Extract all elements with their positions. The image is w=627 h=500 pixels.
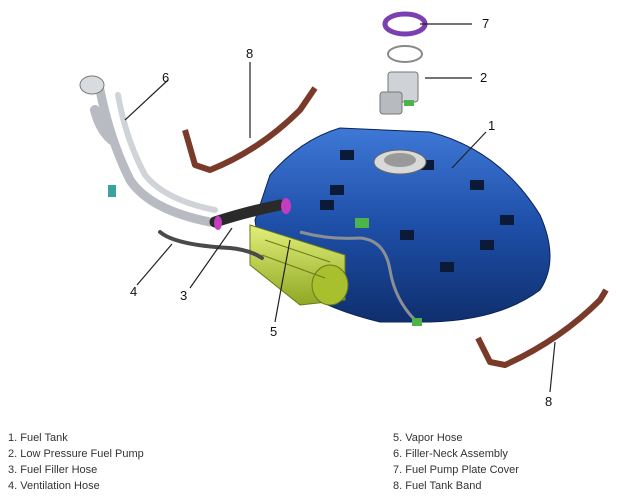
fuel-tank-band	[475, 288, 609, 368]
legend-item: 2. Low Pressure Fuel Pump	[8, 448, 144, 460]
legend-item: 6. Filler-Neck Assembly	[393, 448, 508, 460]
legend-right: 5. Vapor Hose 6. Filler-Neck Assembly 7.…	[393, 430, 519, 494]
callout-8: 8	[246, 46, 253, 61]
leader-lines	[124, 23, 556, 393]
legend-item: 5. Vapor Hose	[393, 432, 463, 444]
legend-item: 4. Ventilation Hose	[8, 480, 100, 492]
low-pressure-fuel-pump	[379, 71, 419, 115]
callout-4: 4	[130, 284, 137, 299]
legend-item: 1. Fuel Tank	[8, 432, 68, 444]
vapor-hose	[299, 230, 417, 322]
callout-5: 5	[270, 324, 277, 339]
filler-neck-assembly	[79, 75, 218, 227]
fuel-system-diagram: 1 2 3 4 5 6 7 8 8	[79, 11, 609, 409]
vapor-hose-connector	[412, 318, 422, 326]
callout-1: 1	[488, 118, 495, 133]
legend-item: 3. Fuel Filler Hose	[8, 464, 98, 476]
legend-item: 7. Fuel Pump Plate Cover	[393, 464, 519, 476]
vapor-canister	[249, 224, 349, 306]
callout-2: 2	[480, 70, 487, 85]
callout-7: 7	[482, 16, 489, 31]
ventilation-hose	[158, 230, 264, 260]
legend-left: 1. Fuel Tank 2. Low Pressure Fuel Pump 3…	[8, 430, 144, 494]
callout-6: 6	[162, 70, 169, 85]
pump-gasket	[387, 45, 423, 63]
callout-3: 3	[180, 288, 187, 303]
fuel-pump-plate-cover	[382, 11, 428, 37]
fuel-tank-band	[182, 86, 318, 173]
hose-clamp-icon	[214, 216, 222, 230]
vapor-hose-connector	[355, 218, 369, 228]
hose-clamp-icon	[281, 198, 291, 214]
legend-item: 8. Fuel Tank Band	[393, 480, 482, 492]
callout-8: 8	[545, 394, 552, 409]
